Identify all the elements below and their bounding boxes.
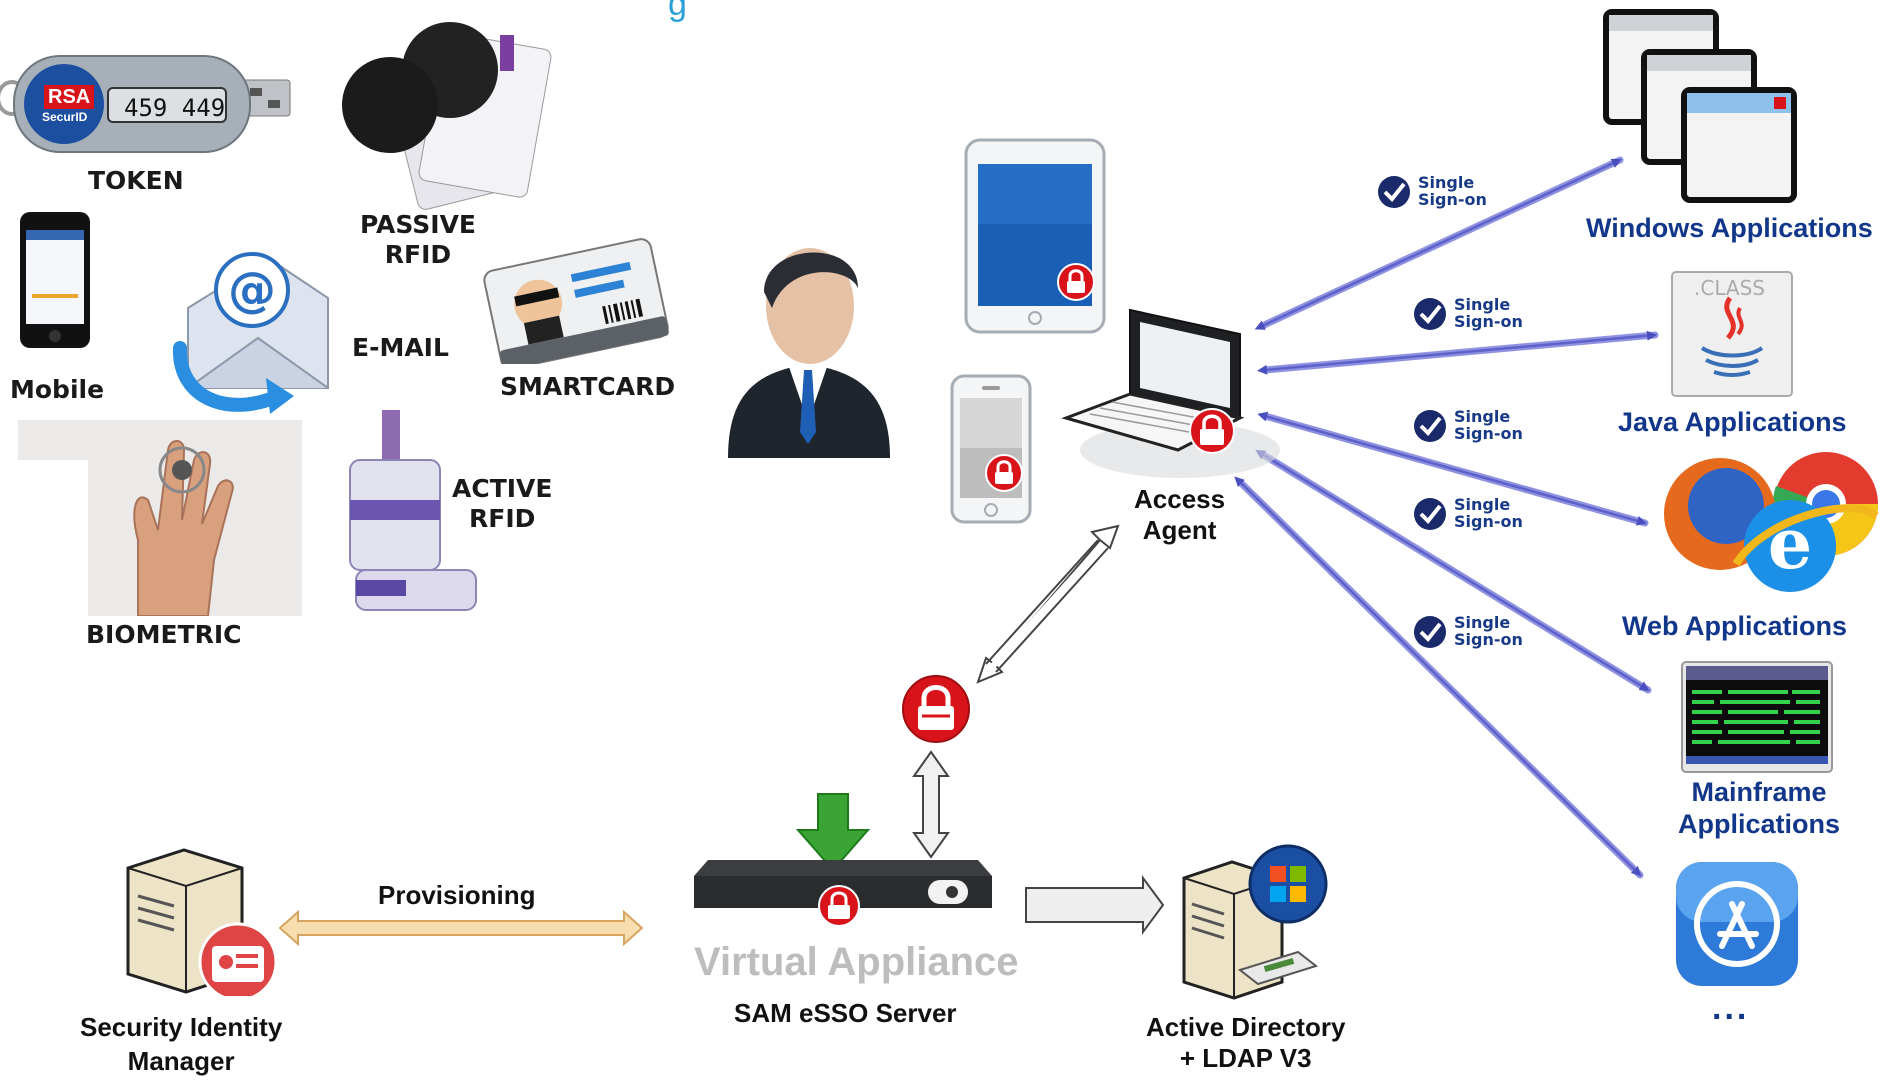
active-rfid-line2: RFID [469, 504, 536, 533]
mainframe-line1: Mainframe [1691, 777, 1827, 807]
svg-text:@: @ [228, 262, 276, 318]
biometric-image [18, 420, 302, 616]
web-applications-label: Web Applications [1622, 611, 1848, 641]
passive-rfid-label: PASSIVE RFID [360, 210, 476, 270]
java-icon-text: .CLASS [1694, 276, 1765, 300]
biometric-label: BIOMETRIC [86, 620, 242, 649]
java-applications-icon [1671, 271, 1793, 397]
provisioning-arrow [278, 909, 644, 947]
lock-appliance-arrow [912, 750, 950, 859]
passive-rfid-line1: PASSIVE [360, 210, 476, 239]
identity-manager-server-icon [126, 848, 278, 996]
checkmark-icon [1378, 176, 1410, 208]
rsa-brand: RSA [44, 85, 95, 109]
checkmark-icon [1414, 498, 1446, 530]
access-agent-line2: Agent [1142, 515, 1217, 546]
smartphone-image [950, 374, 1032, 524]
more-applications-label: ... [1712, 989, 1750, 1027]
email-envelope-image: @ [172, 252, 329, 414]
checkmark-icon [1414, 410, 1446, 442]
smartcard-image [483, 238, 669, 364]
virtual-appliance-icon [694, 793, 992, 908]
windows-applications-icon [1603, 9, 1797, 203]
rsa-product: SecurID [42, 110, 88, 124]
smartcard-label: SMARTCARD [500, 372, 676, 401]
active-directory-label: Active Directory + LDAP V3 [1146, 1012, 1345, 1074]
provisioning-label: Provisioning [378, 880, 536, 910]
phone-lock-icon [985, 454, 1023, 492]
secure-channel-lock-icon [902, 675, 970, 743]
email-label: E-MAIL [352, 333, 449, 362]
appliance-lock-icon [818, 885, 860, 927]
active-directory-server-icon [1182, 844, 1328, 1000]
access-agent-laptop-image [1061, 308, 1280, 478]
access-agent-label: Access Agent [1134, 484, 1225, 546]
tablet-lock-icon [1057, 263, 1095, 301]
title-fragment: g [668, 0, 687, 23]
sim-line2: Manager [127, 1046, 235, 1077]
active-rfid-label: ACTIVE RFID [452, 474, 552, 534]
laptop-lock-icon [1189, 408, 1235, 454]
sam-esso-server-label: SAM eSSO Server [734, 998, 957, 1028]
user-avatar-image [728, 248, 890, 458]
token-display: 459 449 [124, 94, 226, 122]
sim-line1: Security Identity [80, 1012, 283, 1042]
mainframe-applications-label: Mainframe Applications [1678, 776, 1840, 841]
access-agent-line1: Access [1134, 484, 1226, 514]
mainframe-applications-icon [1681, 661, 1833, 773]
ad-line1: Active Directory [1146, 1012, 1346, 1042]
passive-rfid-line2: RFID [384, 240, 452, 269]
mobile-label: Mobile [10, 375, 105, 404]
virtual-appliance-text: Virtual Appliance [694, 940, 1019, 984]
active-rfid-image [349, 410, 477, 611]
checkmark-icon [1414, 298, 1446, 330]
app-store-icon [1676, 862, 1798, 986]
mobile-phone-image [20, 212, 90, 348]
java-applications-label: Java Applications [1618, 407, 1847, 437]
passive-rfid-image [342, 22, 552, 210]
active-rfid-line1: ACTIVE [452, 474, 553, 503]
server-ad-arrow [1025, 874, 1165, 936]
mainframe-line2: Applications [1678, 809, 1841, 840]
token-label: TOKEN [88, 166, 184, 195]
web-applications-icon: e [1664, 452, 1879, 592]
ad-line2: + LDAP V3 [1179, 1043, 1312, 1074]
security-identity-manager-label: Security Identity Manager [80, 1010, 282, 1079]
windows-applications-label: Windows Applications [1586, 213, 1873, 243]
checkmark-icon [1414, 616, 1446, 648]
agent-lock-arrow [976, 524, 1120, 684]
